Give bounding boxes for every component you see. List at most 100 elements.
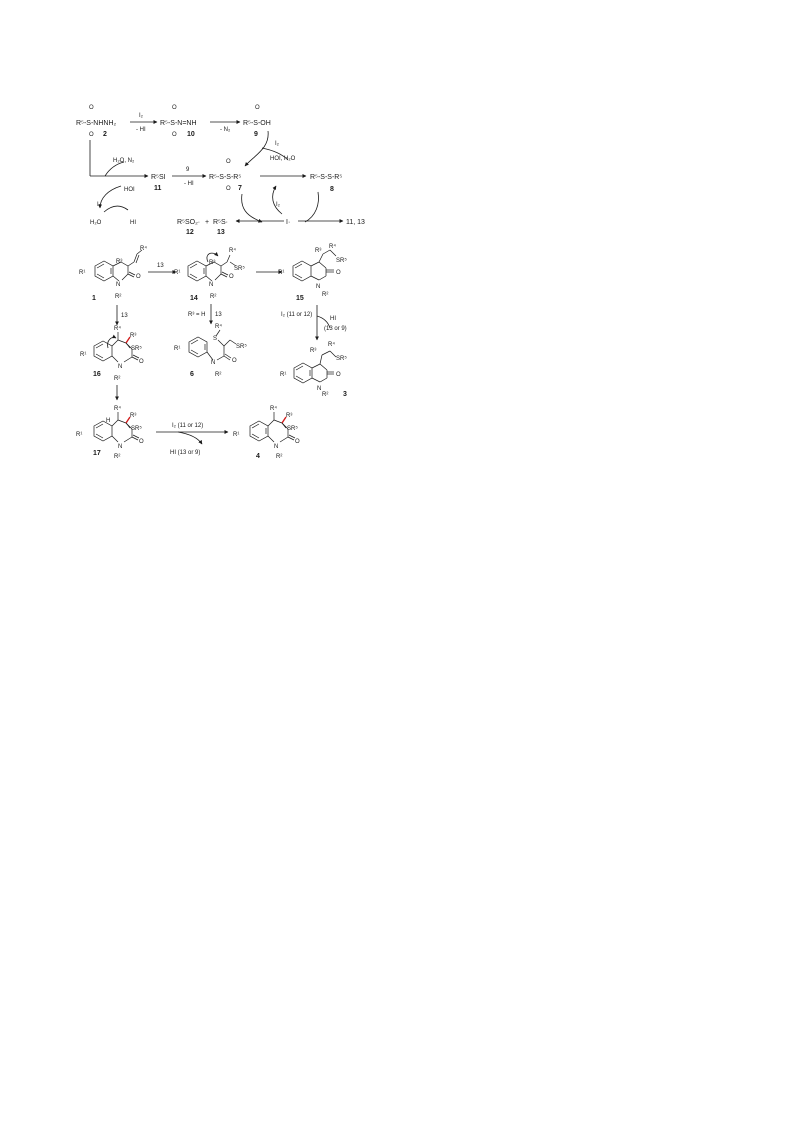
svg-text:S: S <box>213 336 217 342</box>
cpd1-r4: R⁴ <box>140 245 147 252</box>
loop-hi <box>103 205 129 213</box>
svg-text:O: O <box>229 274 234 280</box>
compound-2-label: 2 <box>103 131 107 138</box>
cond-13b: 13 <box>121 313 128 319</box>
side-hi: HI <box>130 220 136 226</box>
svg-text:R³: R³ <box>130 413 136 419</box>
svg-text:SR⁵: SR⁵ <box>287 425 298 432</box>
svg-text:O: O <box>232 358 237 364</box>
svg-text:R¹: R¹ <box>280 372 286 378</box>
curve-hoi-release <box>261 147 289 161</box>
compound-3-label: 3 <box>343 391 347 398</box>
svg-text:SR⁵: SR⁵ <box>131 425 142 432</box>
svg-text:SR⁵: SR⁵ <box>236 343 247 350</box>
svg-text:R²: R² <box>276 454 282 460</box>
curve-final-hi <box>177 431 203 445</box>
compound-17: R¹ H R⁴ R³ SR⁵ N O R² 17 <box>76 405 144 460</box>
svg-text:N: N <box>209 282 213 288</box>
compound-9: O R⁵-S-OH 9 <box>243 105 271 138</box>
svg-text:R⁴: R⁴ <box>270 405 277 412</box>
compound-8-label: 8 <box>330 186 334 193</box>
svg-text:O: O <box>295 439 300 445</box>
side-hoi: HOI <box>124 187 135 193</box>
compound-6-label: 6 <box>190 371 194 378</box>
compound-8-formula: R⁵-S-S-R⁵ <box>310 174 342 181</box>
compound-16: R¹ R⁴ R³ SR⁵ N O R² 16 <box>80 325 144 382</box>
loop-hoi-to-i2 <box>98 185 122 209</box>
compound-7-label: 7 <box>238 185 242 192</box>
svg-text:R¹: R¹ <box>174 346 180 352</box>
svg-text:R¹: R¹ <box>233 432 239 438</box>
cpd1-o: O <box>136 274 141 280</box>
compound-2-formula: R⁵-S-NHNH₂ <box>76 120 117 127</box>
compound-13-formula: R⁵S· <box>213 219 228 226</box>
svg-text:N: N <box>274 444 278 450</box>
svg-text:R⁴: R⁴ <box>114 405 121 412</box>
cpd1-r3: R³ <box>116 259 122 265</box>
svg-text:N: N <box>118 364 122 370</box>
curve-9-to-7 <box>244 130 269 167</box>
svg-text:SR⁵: SR⁵ <box>336 355 347 362</box>
compound-15-label: 15 <box>296 295 304 302</box>
svg-text:O: O <box>336 372 341 378</box>
svg-text:R²: R² <box>215 372 221 378</box>
cpd1-r2: R² <box>115 294 121 300</box>
cond-hi: HI <box>330 316 336 322</box>
svg-text:SR⁵: SR⁵ <box>336 257 347 264</box>
compound-12-formula: R⁵SO₂· <box>177 219 200 226</box>
plus-sign: + <box>205 219 209 226</box>
iodine-radical: I· <box>286 219 290 226</box>
cpd1-r1: R¹ <box>79 270 85 276</box>
svg-text:SR⁵: SR⁵ <box>234 265 245 272</box>
curve-hoi-label: HOI, H₂O <box>270 156 296 162</box>
compound-6: R¹ R⁴ S SR⁵ N O R² 6 <box>174 323 247 378</box>
svg-text:O: O <box>172 105 177 111</box>
oxo-top: O <box>89 105 94 111</box>
svg-text:O: O <box>336 270 341 276</box>
svg-text:O: O <box>226 186 231 192</box>
svg-text:R¹: R¹ <box>174 270 180 276</box>
svg-text:N: N <box>211 360 215 366</box>
compound-8: R⁵-S-S-R⁵ 8 <box>310 174 342 193</box>
compound-4: R¹ R⁴ R³ SR⁵ N O R² 4 <box>233 405 300 460</box>
svg-text:R⁴: R⁴ <box>328 341 335 348</box>
svg-text:O: O <box>172 132 177 138</box>
curve-7-split <box>241 193 263 223</box>
compound-7: O R⁵-S-S-R⁵ O 7 <box>209 159 242 192</box>
compound-12-label: 12 <box>186 229 194 236</box>
arrow-2-10-bottom: - HI <box>136 127 146 133</box>
compound-15: R¹ R³ R⁴ SR⁵ O N R² 15 <box>278 243 347 302</box>
side-i2: I₂ <box>97 202 102 208</box>
svg-text:N: N <box>118 444 122 450</box>
side-h2o-n2: H₂O, N₂ <box>113 158 135 164</box>
oxo-bottom: O <box>89 132 94 138</box>
radicals-12-13: R⁵SO₂· + R⁵S· 12 13 <box>177 219 228 236</box>
compound-9-formula: R⁵-S-OH <box>243 120 271 127</box>
svg-text:R²: R² <box>114 376 120 382</box>
compound-16-label: 16 <box>93 371 101 378</box>
cond-hi-2: (13 or 9) <box>324 326 347 332</box>
svg-text:R⁴: R⁴ <box>215 323 222 330</box>
compound-17-label: 17 <box>93 450 101 457</box>
compound-10: O R⁵-S-N=NH O 10 <box>160 105 197 138</box>
arrow-1-14-label: 13 <box>157 263 164 269</box>
svg-text:R³: R³ <box>310 348 316 354</box>
svg-text:R¹: R¹ <box>278 270 284 276</box>
svg-text:N: N <box>317 386 321 392</box>
curve-iodine-to-7 <box>272 185 283 215</box>
cond-r3-h: R³ = H <box>188 312 206 318</box>
svg-text:H: H <box>106 418 110 424</box>
curve-i2-mid: I₂ <box>276 202 281 208</box>
compound-3: R¹ R³ R⁴ SR⁵ O N R² 3 <box>280 341 347 398</box>
svg-text:O: O <box>226 159 231 165</box>
svg-text:R²: R² <box>322 292 328 298</box>
compound-7-formula: R⁵-S-S-R⁵ <box>209 174 241 181</box>
compound-10-formula: R⁵-S-N=NH <box>160 120 197 127</box>
cond-final-bottom: HI (13 or 9) <box>170 450 200 456</box>
cond-13: 13 <box>215 312 222 318</box>
compound-11: R⁵SI 11 <box>151 174 166 192</box>
compound-11-formula: R⁵SI <box>151 174 166 181</box>
cond-i2-11-12: I₂ (11 or 12) <box>281 312 312 318</box>
compound-14-label: 14 <box>190 295 198 302</box>
